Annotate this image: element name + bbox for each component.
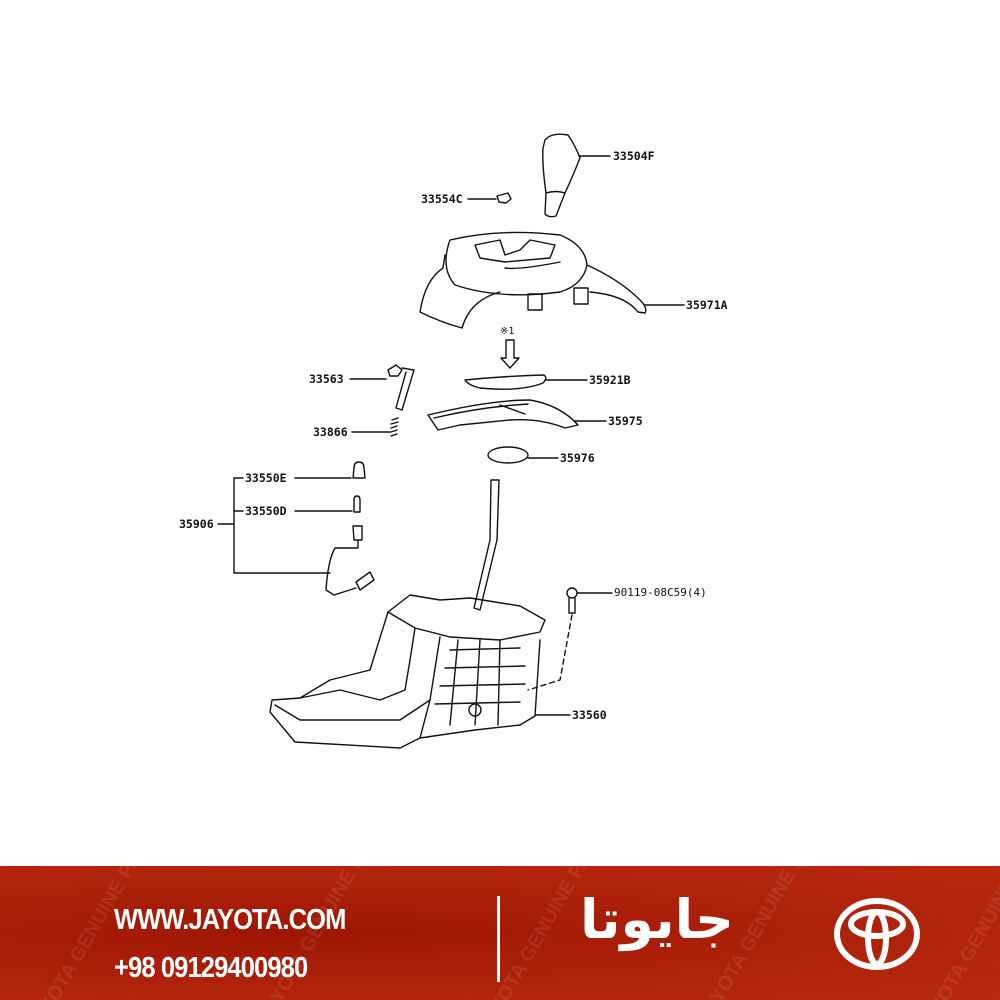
watermark: TOYOTA GENUINE PARTS xyxy=(912,866,1000,1000)
housing-cover-drawing xyxy=(419,231,685,329)
slide-cover-drawing xyxy=(427,399,607,431)
callout-35906: 35906 xyxy=(179,517,214,531)
callout-33504F: 33504F xyxy=(613,149,655,163)
shift-lever-assembly-drawing xyxy=(269,479,571,749)
callout-33550D: 33550D xyxy=(245,504,287,518)
phone-number: +98 09129400980 xyxy=(114,952,308,984)
bulb-assembly-drawing xyxy=(217,461,375,596)
shift-knob-drawing xyxy=(542,133,611,218)
cap-drawing xyxy=(487,446,559,464)
knob-button-drawing xyxy=(467,192,512,204)
footer-banner: TOYOTA GENUINE PARTS TOYOTA GENUINE PART… xyxy=(0,866,1000,1000)
lock-solenoid-drawing xyxy=(349,364,415,437)
screw-drawing xyxy=(527,587,613,691)
indicator-plate-drawing xyxy=(464,374,588,390)
callout-35976: 35976 xyxy=(560,451,595,465)
parts-diagram xyxy=(217,133,685,749)
divider xyxy=(497,896,500,982)
down-arrow-icon xyxy=(500,339,520,369)
note-mark: ※1 xyxy=(500,326,515,337)
callout-35921B: 35921B xyxy=(589,373,631,387)
callout-33550E: 33550E xyxy=(245,471,287,485)
toyota-logo-icon xyxy=(834,898,920,970)
callout-33560: 33560 xyxy=(572,708,607,722)
callout-33563: 33563 xyxy=(309,372,344,386)
callout-33866: 33866 xyxy=(313,425,348,439)
brand-name: جایوتا xyxy=(580,888,734,951)
website-link[interactable]: WWW.JAYOTA.COM xyxy=(114,904,346,936)
callout-35975: 35975 xyxy=(608,414,643,428)
callout-35971A: 35971A xyxy=(686,298,728,312)
callout-screw: 90119-08C59(4) xyxy=(614,586,707,599)
callout-33554C: 33554C xyxy=(421,192,463,206)
